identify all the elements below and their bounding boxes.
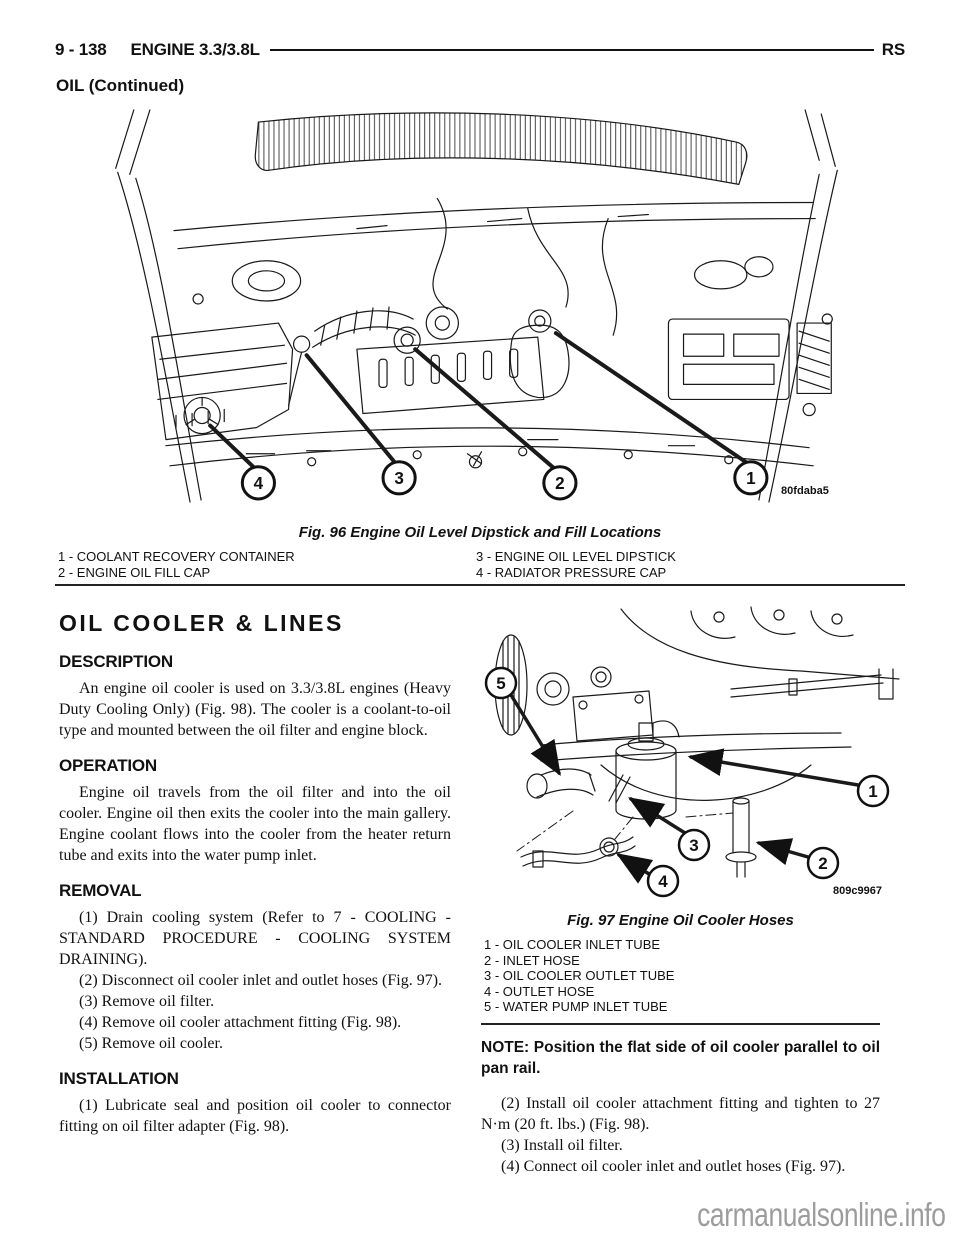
callout-1	[856, 774, 890, 808]
legend-item: 4 - OUTLET HOSE	[484, 983, 595, 999]
legend-item: 2 - INLET HOSE	[484, 952, 580, 968]
callout-4-number: 4	[658, 872, 668, 891]
legend-item: 1 - OIL COOLER INLET TUBE	[484, 937, 661, 952]
removal-step: (4) Remove oil cooler attachment fitting…	[79, 1014, 402, 1031]
article-title: OIL COOLER & LINES	[59, 610, 344, 636]
model-code: RS	[881, 40, 905, 59]
callout-2	[806, 846, 840, 880]
legend-divider-rule	[481, 1022, 880, 1025]
callout-2-number: 2	[818, 854, 827, 873]
callout-3-number: 3	[394, 469, 404, 488]
header-rule	[269, 48, 874, 52]
removal-step: (2) Disconnect oil cooler inlet and outl…	[79, 972, 443, 989]
installation-step: (4) Connect oil cooler inlet and outlet …	[501, 1157, 846, 1175]
water-pump-inlet-tube	[536, 788, 594, 798]
page-header: 9 - 138 ENGINE 3.3/3.8L RS	[55, 40, 905, 60]
outlet-hose	[520, 836, 634, 858]
installation-continued-steps: (2) Install oil cooler attachment fittin…	[481, 1093, 880, 1177]
right-column: 5 1 3 2 4 809c9967 Fig. 97 Engine Oil Co…	[481, 604, 900, 1177]
legend-item: 3 - OIL COOLER OUTLET TUBE	[484, 968, 675, 983]
legend-item: 1 - COOLANT RECOVERY CONTAINER	[58, 549, 295, 564]
figure-96-legend: 1 - COOLANT RECOVERY CONTAINER 2 - ENGIN…	[58, 549, 905, 581]
callout-5	[484, 666, 518, 700]
callout-3	[381, 460, 417, 496]
callout-4	[240, 465, 276, 501]
figure-96-image-code: 80fdaba5	[781, 485, 829, 497]
legend-item: 2 - ENGINE OIL FILL CAP	[58, 565, 211, 580]
description-body: An engine oil cooler is used on 3.3/3.8L…	[59, 680, 451, 739]
chapter-title: ENGINE 3.3/3.8L	[130, 40, 260, 59]
section-continued-label: OIL (Continued)	[56, 76, 185, 95]
operation-heading: OPERATION	[59, 756, 158, 775]
legend-item: 4 - RADIATOR PRESSURE CAP	[476, 565, 667, 580]
oil-fill-cap	[393, 326, 421, 354]
legend-item: 3 - ENGINE OIL LEVEL DIPSTICK	[476, 549, 676, 564]
installation-step: (3) Install oil filter.	[501, 1136, 623, 1154]
removal-steps: (1) Drain cooling system (Refer to 7 - C…	[59, 907, 451, 1054]
callout-1	[733, 460, 769, 496]
oil-filter	[615, 741, 677, 761]
oil-dipstick	[292, 335, 311, 353]
power-distribution-center	[667, 318, 790, 401]
installation-note: NOTE: Position the flat side of oil cool…	[481, 1038, 880, 1077]
operation-body: Engine oil travels from the oil filter a…	[59, 784, 451, 864]
figure-96-engine-bay-drawing: 4 3 2 1 80fdaba5	[115, 109, 838, 503]
callout-2-number: 2	[555, 474, 565, 493]
legend-item: 5 - WATER PUMP INLET TUBE	[484, 999, 668, 1014]
removal-heading: REMOVAL	[59, 881, 142, 900]
watermark: carmanualsonline.info	[697, 1196, 947, 1233]
callout-1-number: 1	[746, 469, 756, 488]
callout-1-number: 1	[868, 782, 877, 801]
installation-heading: INSTALLATION	[59, 1069, 179, 1088]
removal-step: (1) Drain cooling system (Refer to 7 - C…	[59, 909, 451, 968]
installation-steps: (1) Lubricate seal and position oil cool…	[59, 1095, 451, 1137]
callout-5-number: 5	[496, 674, 505, 693]
oil-cooler-inlet-tube	[652, 720, 680, 738]
removal-step: (3) Remove oil filter.	[79, 993, 215, 1010]
callout-2	[542, 465, 578, 501]
callout-3-number: 3	[689, 836, 698, 855]
callout-4-number: 4	[254, 474, 264, 493]
section-divider-rule	[55, 584, 905, 586]
installation-step: (1) Lubricate seal and position oil cool…	[59, 1097, 451, 1135]
oil-cooler-outlet-tube	[615, 776, 631, 804]
page-number: 9 - 138	[55, 40, 107, 59]
figure-97-oil-cooler-drawing: 5 1 3 2 4 809c9967	[484, 606, 900, 898]
installation-step: (2) Install oil cooler attachment fittin…	[481, 1094, 880, 1133]
description-heading: DESCRIPTION	[59, 652, 173, 671]
figure-96-caption: Fig. 96 Engine Oil Level Dipstick and Fi…	[298, 524, 662, 541]
valve-cover	[356, 336, 545, 415]
callout-3	[677, 828, 711, 862]
callout-4	[646, 864, 680, 898]
figure-97-legend: 1 - OIL COOLER INLET TUBE 2 - INLET HOSE…	[484, 937, 880, 1015]
left-column: OIL COOLER & LINES DESCRIPTION An engine…	[59, 604, 451, 1137]
cowl-grille	[254, 112, 748, 185]
figure-97-image-code: 809c9967	[833, 885, 882, 897]
removal-step: (5) Remove oil cooler.	[79, 1035, 223, 1052]
air-cleaner	[151, 322, 294, 441]
figure-97-caption: Fig. 97 Engine Oil Cooler Hoses	[567, 912, 794, 929]
coolant-recovery-container	[509, 324, 570, 399]
